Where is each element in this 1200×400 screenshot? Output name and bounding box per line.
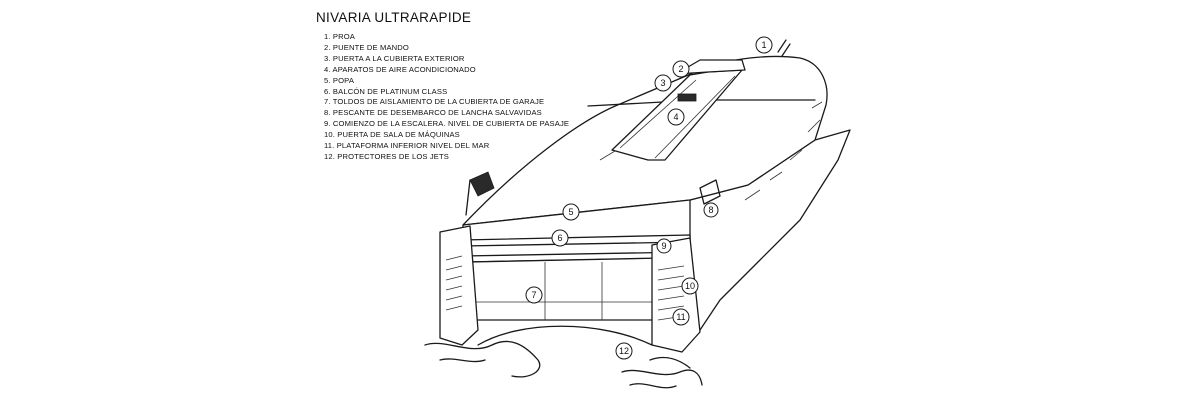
diagram-title: NIVARIA ULTRARAPIDE [316,10,472,25]
svg-text:6: 6 [557,233,562,243]
svg-text:5: 5 [568,207,573,217]
svg-text:1: 1 [761,40,766,50]
vent-unit [677,93,697,102]
legend-item: 8. PESCANTE DE DESEMBARCO DE LANCHA SALV… [324,108,542,118]
callout-8: 8 [703,202,719,218]
callout-5: 5 [562,203,580,221]
svg-text:11: 11 [676,312,685,322]
davit-arm-left [465,179,471,216]
legend-item: 6. BALCÓN DE PLATINUM CLASS [324,86,448,96]
stairs-right [657,265,685,321]
garage-panels [470,262,662,320]
callout-7: 7 [525,286,543,304]
svg-text:10: 10 [685,281,695,291]
bow-mast [777,39,791,57]
svg-text:4: 4 [673,112,678,122]
legend-item: 1. PROA [324,32,356,41]
hull-windows [744,101,823,201]
underside-arch [477,325,653,346]
hull-left-tower [439,225,479,346]
svg-text:2: 2 [678,64,683,74]
water-left [424,340,541,378]
legend-item: 2. PUENTE DE MANDO [324,42,409,52]
callout-1: 1 [755,36,773,54]
svg-text:7: 7 [531,290,536,300]
legend-item: 12. PROTECTORES DE LOS JETS [324,151,450,161]
callout-2: 2 [672,60,690,78]
callout-6: 6 [551,229,569,247]
legend-item: 10. PUERTA DE SALA DE MÁQUINAS [324,130,460,140]
davit-right [699,179,721,205]
callout-3: 3 [654,74,672,92]
svg-text:8: 8 [708,205,713,215]
hull-right-tower [651,237,701,353]
callout-4: 4 [667,108,685,126]
callout-12: 12 [615,342,633,360]
legend-list: 1. PROA 2. PUENTE DE MANDO 3. PUERTA A L… [324,32,569,163]
svg-text:12: 12 [619,346,629,356]
legend-item: 3. PUERTA A LA CUBIERTA EXTERIOR [324,53,465,63]
walkway-rail [619,75,736,159]
svg-text:9: 9 [661,241,666,251]
callout-9: 9 [656,238,672,254]
callout-11: 11 [672,308,690,326]
legend-item: 4. APARATOS DE AIRE ACONDICIONADO [324,64,476,74]
legend-item: 11. PLATAFORMA INFERIOR NIVEL DEL MAR [324,141,490,151]
water-right [621,356,703,389]
callout-10: 10 [681,277,699,295]
garage-face [469,257,663,321]
legend-item: 7. TOLDOS DE AISLAMIENTO DE LA CUBIERTA … [324,97,545,107]
legend-item: 5. POPA [324,75,355,85]
legend-item: 9. COMIENZO DE LA ESCALERA. NIVEL DE CUB… [324,119,570,129]
bridge-block [675,59,746,75]
davit-left [469,171,495,197]
svg-text:3: 3 [660,78,665,88]
stairs-left [445,255,463,311]
